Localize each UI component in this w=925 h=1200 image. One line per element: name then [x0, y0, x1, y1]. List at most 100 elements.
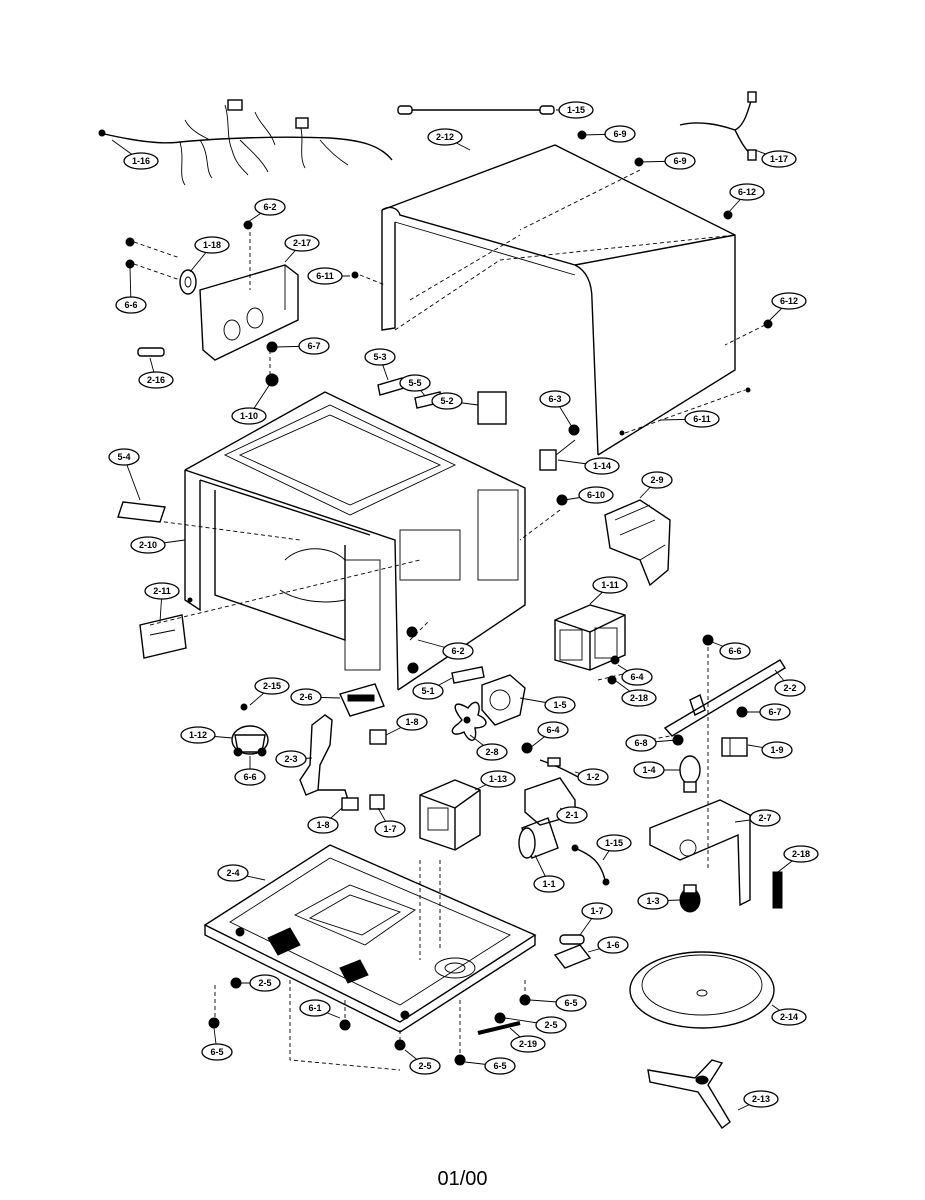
callout-1-17: 1-17 — [754, 149, 797, 168]
callout-label: 1-12 — [189, 730, 207, 740]
callout-bubble — [484, 1057, 516, 1075]
callout-bubble — [633, 761, 665, 779]
callout-bubble — [664, 152, 696, 170]
callout-bubble — [581, 902, 613, 920]
callout-bubble — [761, 150, 797, 168]
callout-label: 2-18 — [792, 849, 810, 859]
callout-label: 1-8 — [405, 717, 418, 727]
callout-1-6: 1-6 — [587, 936, 629, 954]
callout-2-3: 2-3 — [275, 750, 313, 768]
wire-1-15-part — [397, 105, 555, 115]
callout-label: 5-3 — [373, 352, 386, 362]
fan-motor-1-5-part — [481, 674, 526, 726]
callout-label: 2-14 — [780, 1012, 798, 1022]
callout-label: 6-9 — [673, 156, 686, 166]
callout-label: 2-13 — [752, 1094, 770, 1104]
callout-1-7: 1-7 — [374, 807, 406, 838]
callout-label: 5-4 — [117, 452, 130, 462]
fuse-1-7-part — [559, 934, 585, 945]
callout-6-3: 6-3 — [539, 390, 573, 428]
rail-2-2-part — [663, 640, 786, 870]
transformer-1-11-part — [554, 604, 626, 671]
callout-bubble — [761, 741, 793, 759]
callout-label: 2-15 — [263, 681, 281, 691]
switch-1-9-part — [721, 737, 748, 757]
callout-label: 6-6 — [728, 646, 741, 656]
callout-6-9: 6-9 — [581, 125, 636, 143]
base-leader-lines — [214, 860, 526, 1071]
callout-bubble — [604, 125, 636, 143]
callout-bubble — [254, 198, 286, 216]
callout-label: 1-10 — [240, 411, 258, 421]
callout-bubble — [108, 448, 140, 466]
callout-6-11: 6-11 — [307, 267, 350, 285]
callout-2-17: 2-17 — [284, 234, 320, 263]
callout-2-18: 2-18 — [611, 677, 657, 707]
callout-6-12: 6-12 — [767, 292, 807, 323]
callout-label: 2-5 — [544, 1020, 557, 1030]
callout-label: 1-14 — [593, 461, 611, 471]
callout-label: 2-1 — [565, 810, 578, 820]
callout-5-2: 5-2 — [431, 392, 479, 410]
callout-bubble — [510, 1035, 546, 1053]
callout-label: 5-2 — [440, 396, 453, 406]
motor-1-12-part — [231, 725, 269, 757]
callout-bubble — [427, 128, 463, 146]
callout-bubble — [637, 892, 669, 910]
callout-bubble — [412, 682, 444, 700]
callout-6-1: 6-1 — [299, 999, 341, 1019]
callout-label: 2-3 — [284, 754, 297, 764]
callout-label: 2-12 — [436, 132, 454, 142]
callout-bubble — [771, 292, 807, 310]
callout-label: 6-1 — [308, 1003, 321, 1013]
wire-1-17-part — [679, 91, 757, 161]
callout-bubble — [719, 642, 751, 660]
callout-bubble — [144, 582, 180, 600]
callout-1-13: 1-13 — [474, 770, 516, 791]
callout-bubble — [774, 679, 806, 697]
callout-2-12: 2-12 — [427, 128, 471, 151]
bracket-2-17-part — [199, 264, 299, 361]
callout-label: 6-12 — [738, 187, 756, 197]
callout-2-2: 2-2 — [774, 669, 806, 697]
callout-2-11: 2-11 — [144, 582, 180, 623]
callout-bubble — [558, 101, 594, 119]
callout-bubble — [130, 536, 166, 554]
capacitor-1-1-part — [518, 817, 559, 859]
callout-label: 6-4 — [546, 725, 559, 735]
callout-6-10: 6-10 — [563, 486, 614, 504]
callout-1-9: 1-9 — [747, 741, 793, 759]
callout-label: 1-4 — [642, 765, 655, 775]
callout-bubble — [625, 734, 657, 752]
callout-1-16: 1-16 — [111, 139, 159, 170]
callout-6-6: 6-6 — [711, 641, 751, 660]
callout-6-5: 6-5 — [201, 1027, 233, 1061]
callout-label: 2-7 — [758, 813, 771, 823]
callout-bubble — [396, 713, 428, 731]
callout-6-6: 6-6 — [234, 756, 266, 786]
latch-2-3-part — [299, 714, 349, 801]
thermal-fuse-2-16-part — [137, 347, 165, 357]
callout-bubble — [476, 743, 508, 761]
callout-2-18: 2-18 — [777, 845, 819, 873]
callout-label: 6-5 — [210, 1047, 223, 1057]
callout-bubble — [180, 726, 216, 744]
callout-6-11: 6-11 — [659, 410, 720, 428]
callout-bubble — [234, 768, 266, 786]
callout-1-2: 1-2 — [574, 768, 609, 786]
callout-bubble — [539, 390, 571, 408]
callout-bubble — [577, 768, 609, 786]
screws-small-part — [125, 237, 181, 281]
callout-bubble — [307, 267, 343, 285]
callout-bubble — [597, 936, 629, 954]
oven-cavity-part — [149, 391, 526, 691]
callout-6-8: 6-8 — [625, 734, 677, 752]
callout-bubble — [556, 806, 588, 824]
callout-label: 2-19 — [519, 1039, 537, 1049]
callout-label: 6-6 — [243, 772, 256, 782]
callout-label: 1-15 — [605, 838, 623, 848]
callout-bubble — [743, 1090, 779, 1108]
callout-1-8: 1-8 — [385, 713, 428, 736]
callout-label: 6-10 — [587, 490, 605, 500]
callout-label: 1-16 — [132, 156, 150, 166]
